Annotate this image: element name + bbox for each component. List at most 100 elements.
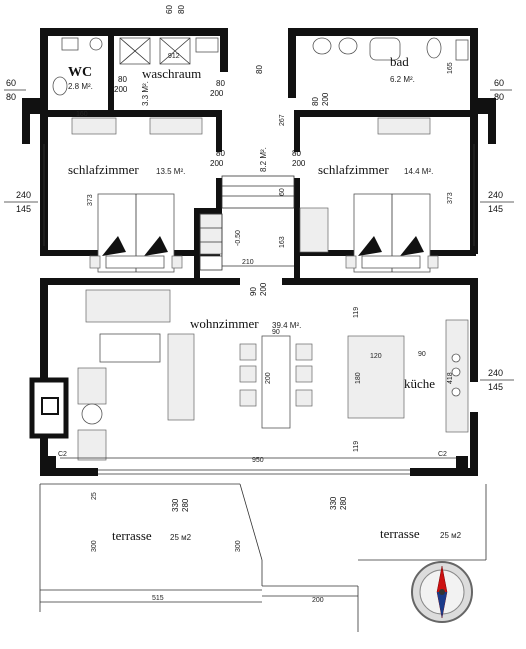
armchair-2 bbox=[77, 429, 107, 461]
kitchen-island bbox=[347, 335, 405, 419]
dim-280-left: 280 bbox=[181, 498, 190, 512]
dim-25: 25 bbox=[91, 492, 98, 500]
dim-c2-right: C2 bbox=[438, 451, 447, 458]
dim-180: 180 bbox=[355, 372, 362, 384]
dim-200-bottom: 200 bbox=[312, 597, 324, 604]
dim-330-left: 330 bbox=[171, 498, 180, 512]
room-name-kueche: küche bbox=[404, 376, 435, 391]
room-area-schlafzimmer-left: 13.5 M². bbox=[156, 167, 185, 176]
dim-160: 160 bbox=[76, 111, 88, 118]
room-name-terrasse-left: terrasse bbox=[112, 528, 152, 543]
dim-right-240: 240 bbox=[488, 190, 503, 200]
dim-267: 267 bbox=[279, 114, 286, 126]
toilet-bad bbox=[426, 37, 442, 59]
dim-left-80: 80 bbox=[6, 92, 16, 102]
sink-bad-2 bbox=[338, 37, 358, 55]
sideboard bbox=[85, 289, 171, 323]
bed-right bbox=[345, 193, 439, 273]
dim-90-table: 90 bbox=[272, 329, 280, 336]
dim-left-60: 60 bbox=[6, 78, 16, 88]
bathtub bbox=[369, 37, 401, 61]
dim-280-right: 280 bbox=[339, 496, 348, 510]
door-wasch-80: 80 bbox=[216, 79, 225, 88]
bidet bbox=[455, 39, 469, 61]
door-bed-right-80: 80 bbox=[292, 149, 301, 158]
dim-top-80: 80 bbox=[177, 5, 186, 14]
room-name-schlafzimmer-left: schlafzimmer bbox=[68, 162, 139, 177]
dim-300-a: 300 bbox=[91, 540, 98, 552]
bed-left bbox=[89, 193, 183, 273]
dim-373-right: 373 bbox=[447, 192, 454, 204]
dim-515: 515 bbox=[152, 595, 164, 602]
door-bad-200: 200 bbox=[321, 92, 330, 106]
door-bed-left-200: 200 bbox=[210, 159, 224, 168]
washer bbox=[195, 37, 219, 53]
door-wasch-200: 200 bbox=[210, 89, 224, 98]
dim-912: 912 bbox=[168, 53, 180, 60]
dim-60: 60 bbox=[279, 188, 286, 196]
dim-418: 418 bbox=[447, 372, 454, 384]
room-area-schlafzimmer-right: 14.4 M². bbox=[404, 167, 433, 176]
room-labels: WC 2.8 M². waschraum 3.3 M². bad 6.2 M².… bbox=[68, 54, 462, 543]
room-area-flur: 8.2 M². bbox=[259, 147, 268, 172]
room-name-wc: WC bbox=[68, 65, 92, 80]
sink-wc bbox=[61, 37, 79, 51]
dim-120: 120 bbox=[370, 353, 382, 360]
armchair-1 bbox=[77, 367, 107, 405]
dim-left-240: 240 bbox=[16, 190, 31, 200]
door-living-90: 90 bbox=[249, 287, 258, 296]
dim-950: 950 bbox=[252, 457, 264, 464]
room-name-waschraum: waschraum bbox=[142, 66, 201, 81]
door-bed-left-80: 80 bbox=[216, 149, 225, 158]
dim-300-b: 300 bbox=[235, 540, 242, 552]
dim-right-lower-145: 145 bbox=[488, 382, 503, 392]
room-area-bad: 6.2 M². bbox=[390, 75, 415, 84]
living-furniture bbox=[77, 289, 469, 461]
dim-left-145: 145 bbox=[16, 204, 31, 214]
dim-right-80: 80 bbox=[494, 92, 504, 102]
fixture-wc bbox=[89, 37, 103, 51]
sofa-back bbox=[99, 333, 161, 363]
dim-right-lower-240: 240 bbox=[488, 368, 503, 378]
sanitary-fixtures bbox=[52, 37, 469, 96]
staircase bbox=[199, 175, 295, 271]
room-area-wc: 2.8 M². bbox=[68, 82, 93, 91]
door-wc-200: 200 bbox=[114, 85, 128, 94]
room-name-bad: bad bbox=[390, 54, 409, 69]
compass-icon bbox=[411, 561, 473, 623]
dim-top-100: 80 bbox=[255, 65, 264, 74]
wardrobes bbox=[71, 117, 431, 255]
fireplace bbox=[29, 377, 69, 439]
terrace-outlines bbox=[39, 483, 487, 632]
door-bad-80: 80 bbox=[311, 97, 320, 106]
room-area-wohnzimmer: 39.4 M². bbox=[272, 321, 301, 330]
dim-163: 163 bbox=[279, 236, 286, 248]
room-area-terrasse-right: 25 м2 bbox=[440, 531, 462, 540]
room-name-schlafzimmer-right: schlafzimmer bbox=[318, 162, 389, 177]
dim-200: 200 bbox=[265, 372, 272, 384]
dim-top-60: 60 bbox=[165, 5, 174, 14]
sink-bad-1 bbox=[312, 37, 332, 55]
dim-165: 165 bbox=[447, 62, 454, 74]
room-name-terrasse-right: terrasse bbox=[380, 526, 420, 541]
toilet-wc bbox=[52, 76, 68, 96]
door-living-200: 200 bbox=[259, 282, 268, 296]
dim-373-left: 373 bbox=[87, 194, 94, 206]
dim-119-bottom: 119 bbox=[353, 441, 360, 452]
dim-c2-left: C2 bbox=[58, 451, 67, 458]
sofa bbox=[167, 333, 195, 421]
dining-table bbox=[261, 335, 291, 429]
room-area-waschraum: 3.3 M². bbox=[141, 81, 150, 106]
dim-330-right: 330 bbox=[329, 496, 338, 510]
dim-right-145: 145 bbox=[488, 204, 503, 214]
dim-90-kitchen: 90 bbox=[418, 351, 426, 358]
windows bbox=[43, 144, 475, 475]
door-bed-right-200: 200 bbox=[292, 159, 306, 168]
room-area-terrasse-left: 25 м2 bbox=[170, 533, 192, 542]
dimension-labels: 60 80 60 80 60 80 240 145 240 145 240 14… bbox=[4, 5, 514, 604]
door-wc-80: 80 bbox=[118, 75, 127, 84]
side-table bbox=[81, 403, 103, 425]
dim-level: -0.50 bbox=[235, 230, 242, 246]
room-name-wohnzimmer: wohnzimmer bbox=[190, 316, 259, 331]
